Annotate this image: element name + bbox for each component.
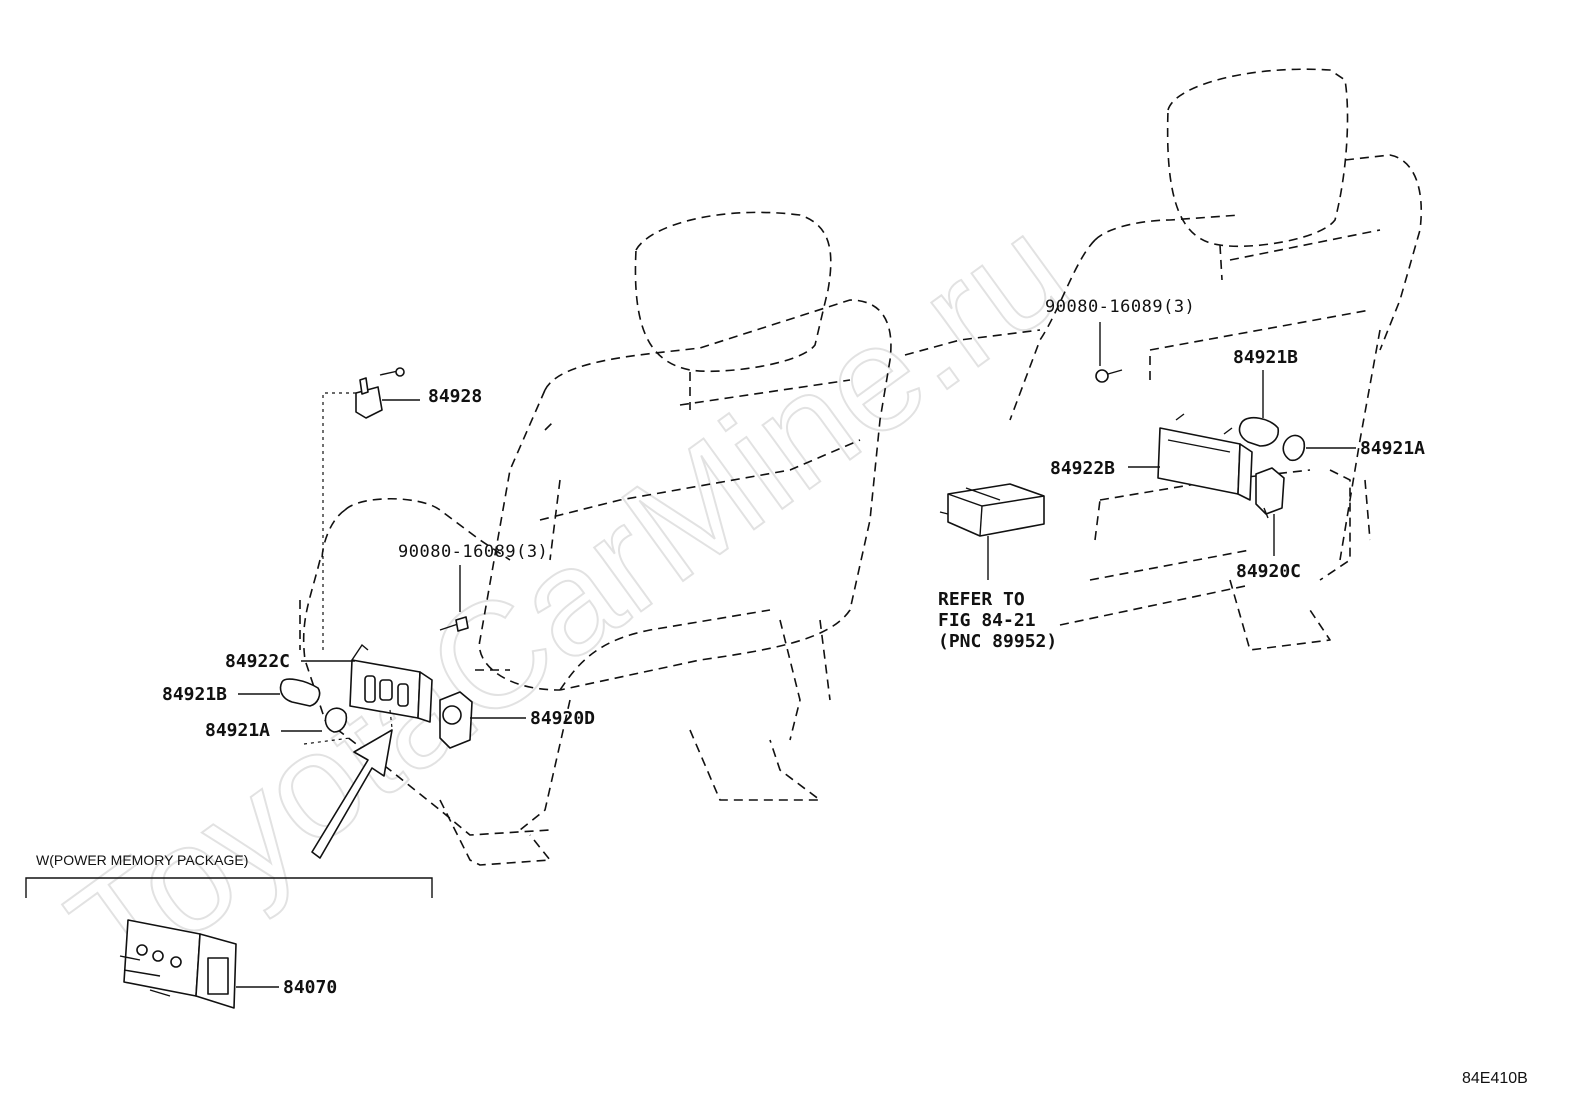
label-84928: 84928 bbox=[428, 386, 482, 407]
part-84921B-knob bbox=[279, 678, 321, 707]
part-84921A-right-knob bbox=[1282, 434, 1306, 462]
left-seat-outline bbox=[299, 211, 892, 866]
label-package: W(POWER MEMORY PACKAGE) bbox=[36, 852, 248, 868]
label-bolt-left: 90080-16089(3) bbox=[398, 542, 548, 562]
refer-line1: REFER TO bbox=[938, 589, 1025, 610]
refer-line2: FIG 84-21 bbox=[938, 610, 1036, 631]
bolt-left-icon bbox=[439, 616, 469, 632]
guide-line bbox=[322, 392, 356, 650]
part-84928-bracket bbox=[355, 367, 420, 419]
label-84922C: 84922C bbox=[225, 651, 290, 672]
label-84921B-right: 84921B bbox=[1233, 347, 1298, 368]
label-84070: 84070 bbox=[283, 977, 337, 998]
part-84921B-right-knob bbox=[1238, 416, 1280, 447]
part-84921A-knob bbox=[303, 707, 351, 745]
label-84920D: 84920D bbox=[530, 708, 595, 729]
label-84921B-left: 84921B bbox=[162, 684, 227, 705]
part-84070-switch bbox=[119, 919, 237, 1009]
arrow-icon bbox=[311, 729, 393, 859]
label-bolt-right: 90080-16089(3) bbox=[1045, 297, 1195, 317]
part-84920D-switch bbox=[439, 691, 473, 749]
package-bracket bbox=[25, 877, 433, 898]
right-seat-outline bbox=[904, 68, 1422, 651]
part-84922B-switch bbox=[1157, 413, 1253, 501]
ecu-module bbox=[939, 483, 1045, 537]
refer-line3: (PNC 89952) bbox=[938, 631, 1057, 652]
label-84921A-left: 84921A bbox=[205, 720, 270, 741]
part-84922C-switch bbox=[349, 643, 433, 729]
part-84920C-switch bbox=[1255, 467, 1285, 519]
label-84920C: 84920C bbox=[1236, 561, 1301, 582]
label-84922B: 84922B bbox=[1050, 458, 1115, 479]
figure-code: 84E410B bbox=[1462, 1070, 1528, 1087]
label-84921A-right: 84921A bbox=[1360, 438, 1425, 459]
bolt-right-icon bbox=[1095, 369, 1123, 383]
